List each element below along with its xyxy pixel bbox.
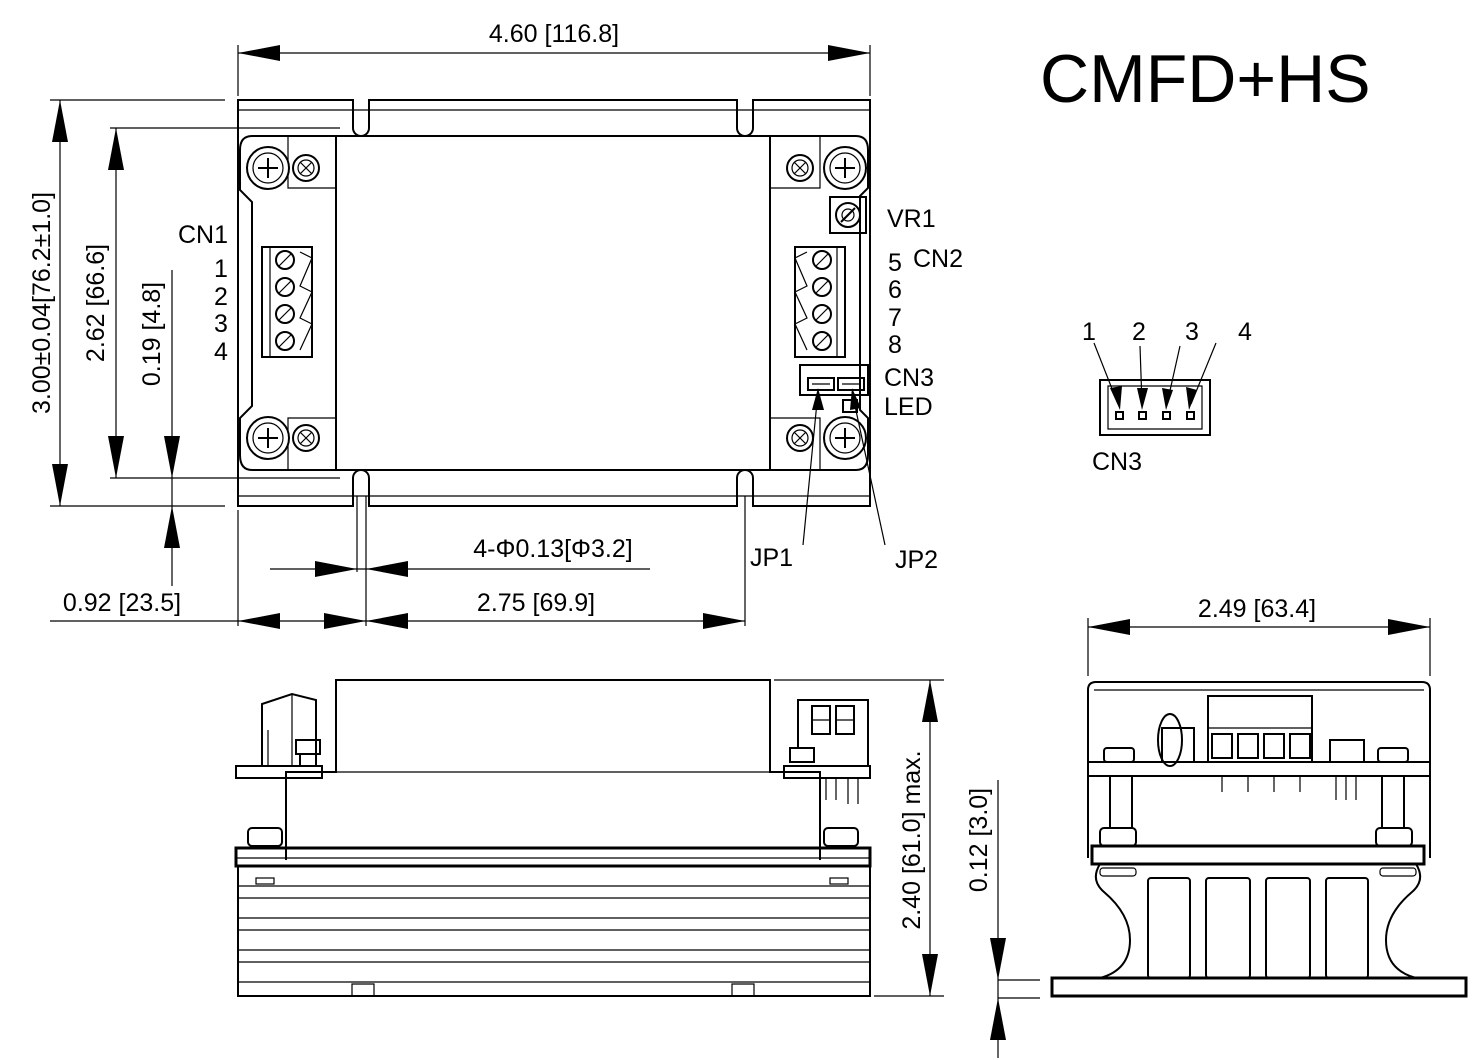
cn2-pin-label: 5 <box>888 249 902 277</box>
cn3-label: CN3 <box>884 364 934 392</box>
cn1-label: CN1 <box>178 221 228 249</box>
jp2-leader <box>851 391 886 546</box>
screw-icon <box>246 416 290 460</box>
cn3-detail-pin-label: 1 <box>1082 318 1096 346</box>
jp2-label: JP2 <box>895 546 938 574</box>
top-view-outline <box>237 99 871 507</box>
cn1-pin-label: 4 <box>214 338 228 366</box>
overall-width-label: 4.60 [116.8] <box>489 20 619 48</box>
overall-height-label: 3.00±0.04[76.2±1.0] <box>28 192 56 414</box>
cn2-pin-label: 7 <box>888 304 902 332</box>
cn1-pin-label: 3 <box>214 310 228 338</box>
small-screw-icon <box>292 154 320 182</box>
vr1-label: VR1 <box>887 205 936 233</box>
cn1-pin-label: 1 <box>214 255 228 283</box>
hole-pitch-label: 2.75 [69.9] <box>477 589 595 617</box>
cn3-header <box>799 364 869 396</box>
jp1-label: JP1 <box>750 544 793 572</box>
jp1-arrow <box>812 388 824 410</box>
cn2-pin-label: 8 <box>888 331 902 359</box>
mount-height-label: 2.62 [66.6] <box>82 244 110 362</box>
hole-spec-label: 4-Φ0.13[Φ3.2] <box>473 535 632 563</box>
side-width-label: 2.49 [63.4] <box>1198 595 1316 623</box>
small-screw-icon <box>786 424 814 452</box>
small-screw-icon <box>786 154 814 182</box>
screw-icon <box>246 146 290 190</box>
top-view <box>237 99 871 507</box>
max-height-label: 2.40 [61.0] max. <box>898 750 926 929</box>
cn3-detail-label: CN3 <box>1092 448 1142 476</box>
vr1-potentiometer-icon <box>829 196 867 234</box>
front-view <box>234 679 872 997</box>
drawing-title: CMFD+HS <box>1040 41 1371 117</box>
cn3-detail-pin-label: 4 <box>1238 318 1252 346</box>
cover-plate <box>335 135 771 471</box>
cn1-terminal-block <box>261 246 313 358</box>
screw-icon <box>823 416 867 460</box>
base-thickness-label: 0.12 [3.0] <box>965 788 993 892</box>
led-label: LED <box>884 393 933 421</box>
jp2-arrow <box>850 388 861 410</box>
cn2-terminal-block <box>794 246 846 358</box>
slot-offset-label: 0.19 [4.8] <box>138 282 166 386</box>
end-view <box>1050 681 1468 998</box>
edge-offset-label: 0.92 [23.5] <box>63 589 181 617</box>
cn2-pin-label: 6 <box>888 276 902 304</box>
jp1-leader <box>802 391 819 546</box>
small-screw-icon <box>292 424 320 452</box>
cn3-detail-pin-label: 3 <box>1185 318 1199 346</box>
cn2-label: CN2 <box>913 245 963 273</box>
cn3-detail-pin-label: 2 <box>1132 318 1146 346</box>
cn3-detail-connector <box>1093 342 1217 436</box>
cn1-pin-label: 2 <box>214 283 228 311</box>
screw-icon <box>823 146 867 190</box>
